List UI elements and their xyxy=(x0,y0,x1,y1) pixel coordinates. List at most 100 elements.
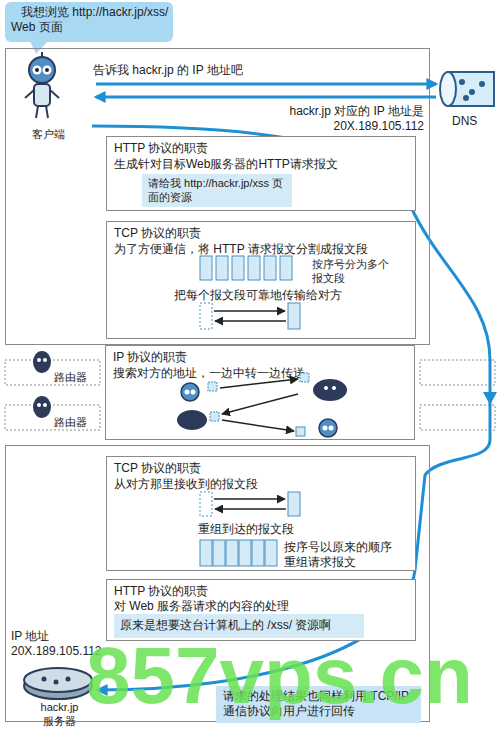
server-base xyxy=(24,673,92,699)
server-top xyxy=(24,668,92,692)
query-arrow xyxy=(96,83,436,86)
packet-square xyxy=(300,373,309,382)
packet-square xyxy=(210,412,219,421)
segment-block xyxy=(213,540,225,566)
segment-block xyxy=(200,256,212,280)
robot-antenna xyxy=(41,52,43,58)
protocol-box: TCP 协议的职责为了方便通信，将 HTTP 请求报文分割成报文段按序号分为多个… xyxy=(106,221,416,339)
node-text: 重组到达的报文段 xyxy=(198,522,348,537)
device-label: 路由器 xyxy=(54,416,87,430)
node-text: 从对方那里接收到的报文段 xyxy=(114,477,414,492)
protocol-box: IP 协议的职责搜索对方的地址，一边中转一边传送 xyxy=(105,345,415,440)
router-light xyxy=(37,358,41,362)
transfer-arrow xyxy=(215,320,286,322)
bubble-tail xyxy=(30,41,48,54)
segment-block xyxy=(200,303,212,329)
protocol-box: HTTP 协议的职责生成针对目标Web服务器的HTTP请求报文请给我 http:… xyxy=(106,136,416,211)
dns-cylinder xyxy=(448,72,494,106)
robot-arm xyxy=(50,90,59,98)
node-text: 请给我 http://hackr.jp/xss 页面的资源 xyxy=(148,177,288,205)
segment-block xyxy=(200,540,212,566)
node-text: 对 Web 服务器请求的内容的处理 xyxy=(114,599,414,614)
router-band xyxy=(5,360,100,385)
route-arrow xyxy=(222,420,294,431)
segment-block xyxy=(216,256,228,280)
node-text: IP 地址 20X.189.105.112 xyxy=(11,629,121,659)
node-text: 请求的处理结果也同样利用 TCP/IP 通信协议向用户进行回传 xyxy=(223,689,415,719)
message-box: 请给我 http://hackr.jp/xss 页面的资源 xyxy=(142,174,292,207)
server-dot xyxy=(54,680,59,685)
receive-sketch xyxy=(200,492,300,516)
server-icon xyxy=(24,668,92,699)
robot-pupil xyxy=(35,68,39,72)
server-dot xyxy=(42,677,47,682)
transfer-arrow xyxy=(214,498,285,500)
router-light xyxy=(332,386,336,390)
dns-cap xyxy=(440,72,456,106)
segment-block xyxy=(226,540,238,566)
router-icon xyxy=(33,351,51,373)
node-text: HTTP 协议的职责 xyxy=(114,141,414,156)
router-light xyxy=(324,386,328,390)
protocol-box: TCP 协议的职责从对方那里接收到的报文段重组到达的报文段按序号以原来的顺序 重… xyxy=(106,456,416,571)
segment-blocks xyxy=(200,256,292,280)
robot-leg xyxy=(36,106,38,118)
dns-icon xyxy=(440,72,494,106)
robot-body xyxy=(34,84,50,106)
node-text: 按序号分为多个报文段 xyxy=(312,258,394,286)
device-label: DNS xyxy=(452,114,477,129)
node-text: TCP 协议的职责 xyxy=(114,226,414,241)
router-band xyxy=(5,405,100,430)
robot-head xyxy=(181,383,199,401)
segment-block xyxy=(264,256,276,280)
segment-block xyxy=(265,540,277,566)
node-text: 搜索对方的地址，一边中转一边传送 xyxy=(113,366,413,381)
segment-block xyxy=(232,256,244,280)
router-body xyxy=(33,351,51,373)
reply-arrow xyxy=(96,96,436,99)
flow-arrow-head xyxy=(483,392,497,405)
robot-head xyxy=(29,57,55,83)
dns-dot xyxy=(459,79,465,85)
robot-leg xyxy=(46,106,48,118)
segment-block xyxy=(288,303,300,329)
message-box: 原来是想要这台计算机上的 /xss/ 资源啊 xyxy=(114,614,364,638)
router-light xyxy=(43,403,47,407)
host-frame: IP 地址 20X.189.105.112hackr.jp 服务器TCP 协议的… xyxy=(5,445,430,722)
route-arrow xyxy=(222,394,298,414)
node-text: hackr.jp 对应的 IP 地址是 20X.189.105.112 xyxy=(266,104,424,134)
node-text: 按序号以原来的顺序 重组请求报文 xyxy=(284,540,402,570)
note-box: 请求的处理结果也同样利用 TCP/IP 通信协议向用户进行回传 xyxy=(216,686,421,723)
node-text: hackr.jp 服务器 xyxy=(37,701,82,729)
node-text: 生成针对目标Web服务器的HTTP请求报文 xyxy=(114,157,414,172)
node-text: HTTP 协议的职责 xyxy=(114,584,414,599)
dns-dot xyxy=(463,95,469,101)
dns-dot xyxy=(479,81,485,87)
host-frame: 告诉我 hackr.jp 的 IP 地址吧hackr.jp 对应的 IP 地址是… xyxy=(5,48,430,345)
node-text: 原来是想要这台计算机上的 /xss/ 资源啊 xyxy=(120,618,360,633)
node-text: TCP 协议的职责 xyxy=(114,461,414,476)
route-arrow xyxy=(220,379,298,388)
segment-block xyxy=(239,540,251,566)
router-band xyxy=(420,360,495,385)
segment-block xyxy=(200,492,212,516)
router-light xyxy=(37,403,41,407)
router-dome xyxy=(177,410,207,430)
segment-block xyxy=(248,256,260,280)
flow-line xyxy=(92,126,490,690)
segment-block xyxy=(280,256,292,280)
device-label: 路由器 xyxy=(54,371,87,385)
transfer-arrow xyxy=(214,310,285,312)
node-text: 客户端 xyxy=(23,128,73,142)
robot-eye xyxy=(329,426,334,431)
node-text: 为了方便通信，将 HTTP 请求报文分割成报文段 xyxy=(114,242,414,257)
speech-bubble: 我想浏览 http://hackr.jp/xss/ Web 页面 xyxy=(5,2,173,42)
robot-eye xyxy=(191,390,196,395)
robot-eye xyxy=(43,66,52,75)
robot-head xyxy=(319,419,337,437)
ip-sketch xyxy=(177,373,347,437)
robot-eye xyxy=(323,426,328,431)
